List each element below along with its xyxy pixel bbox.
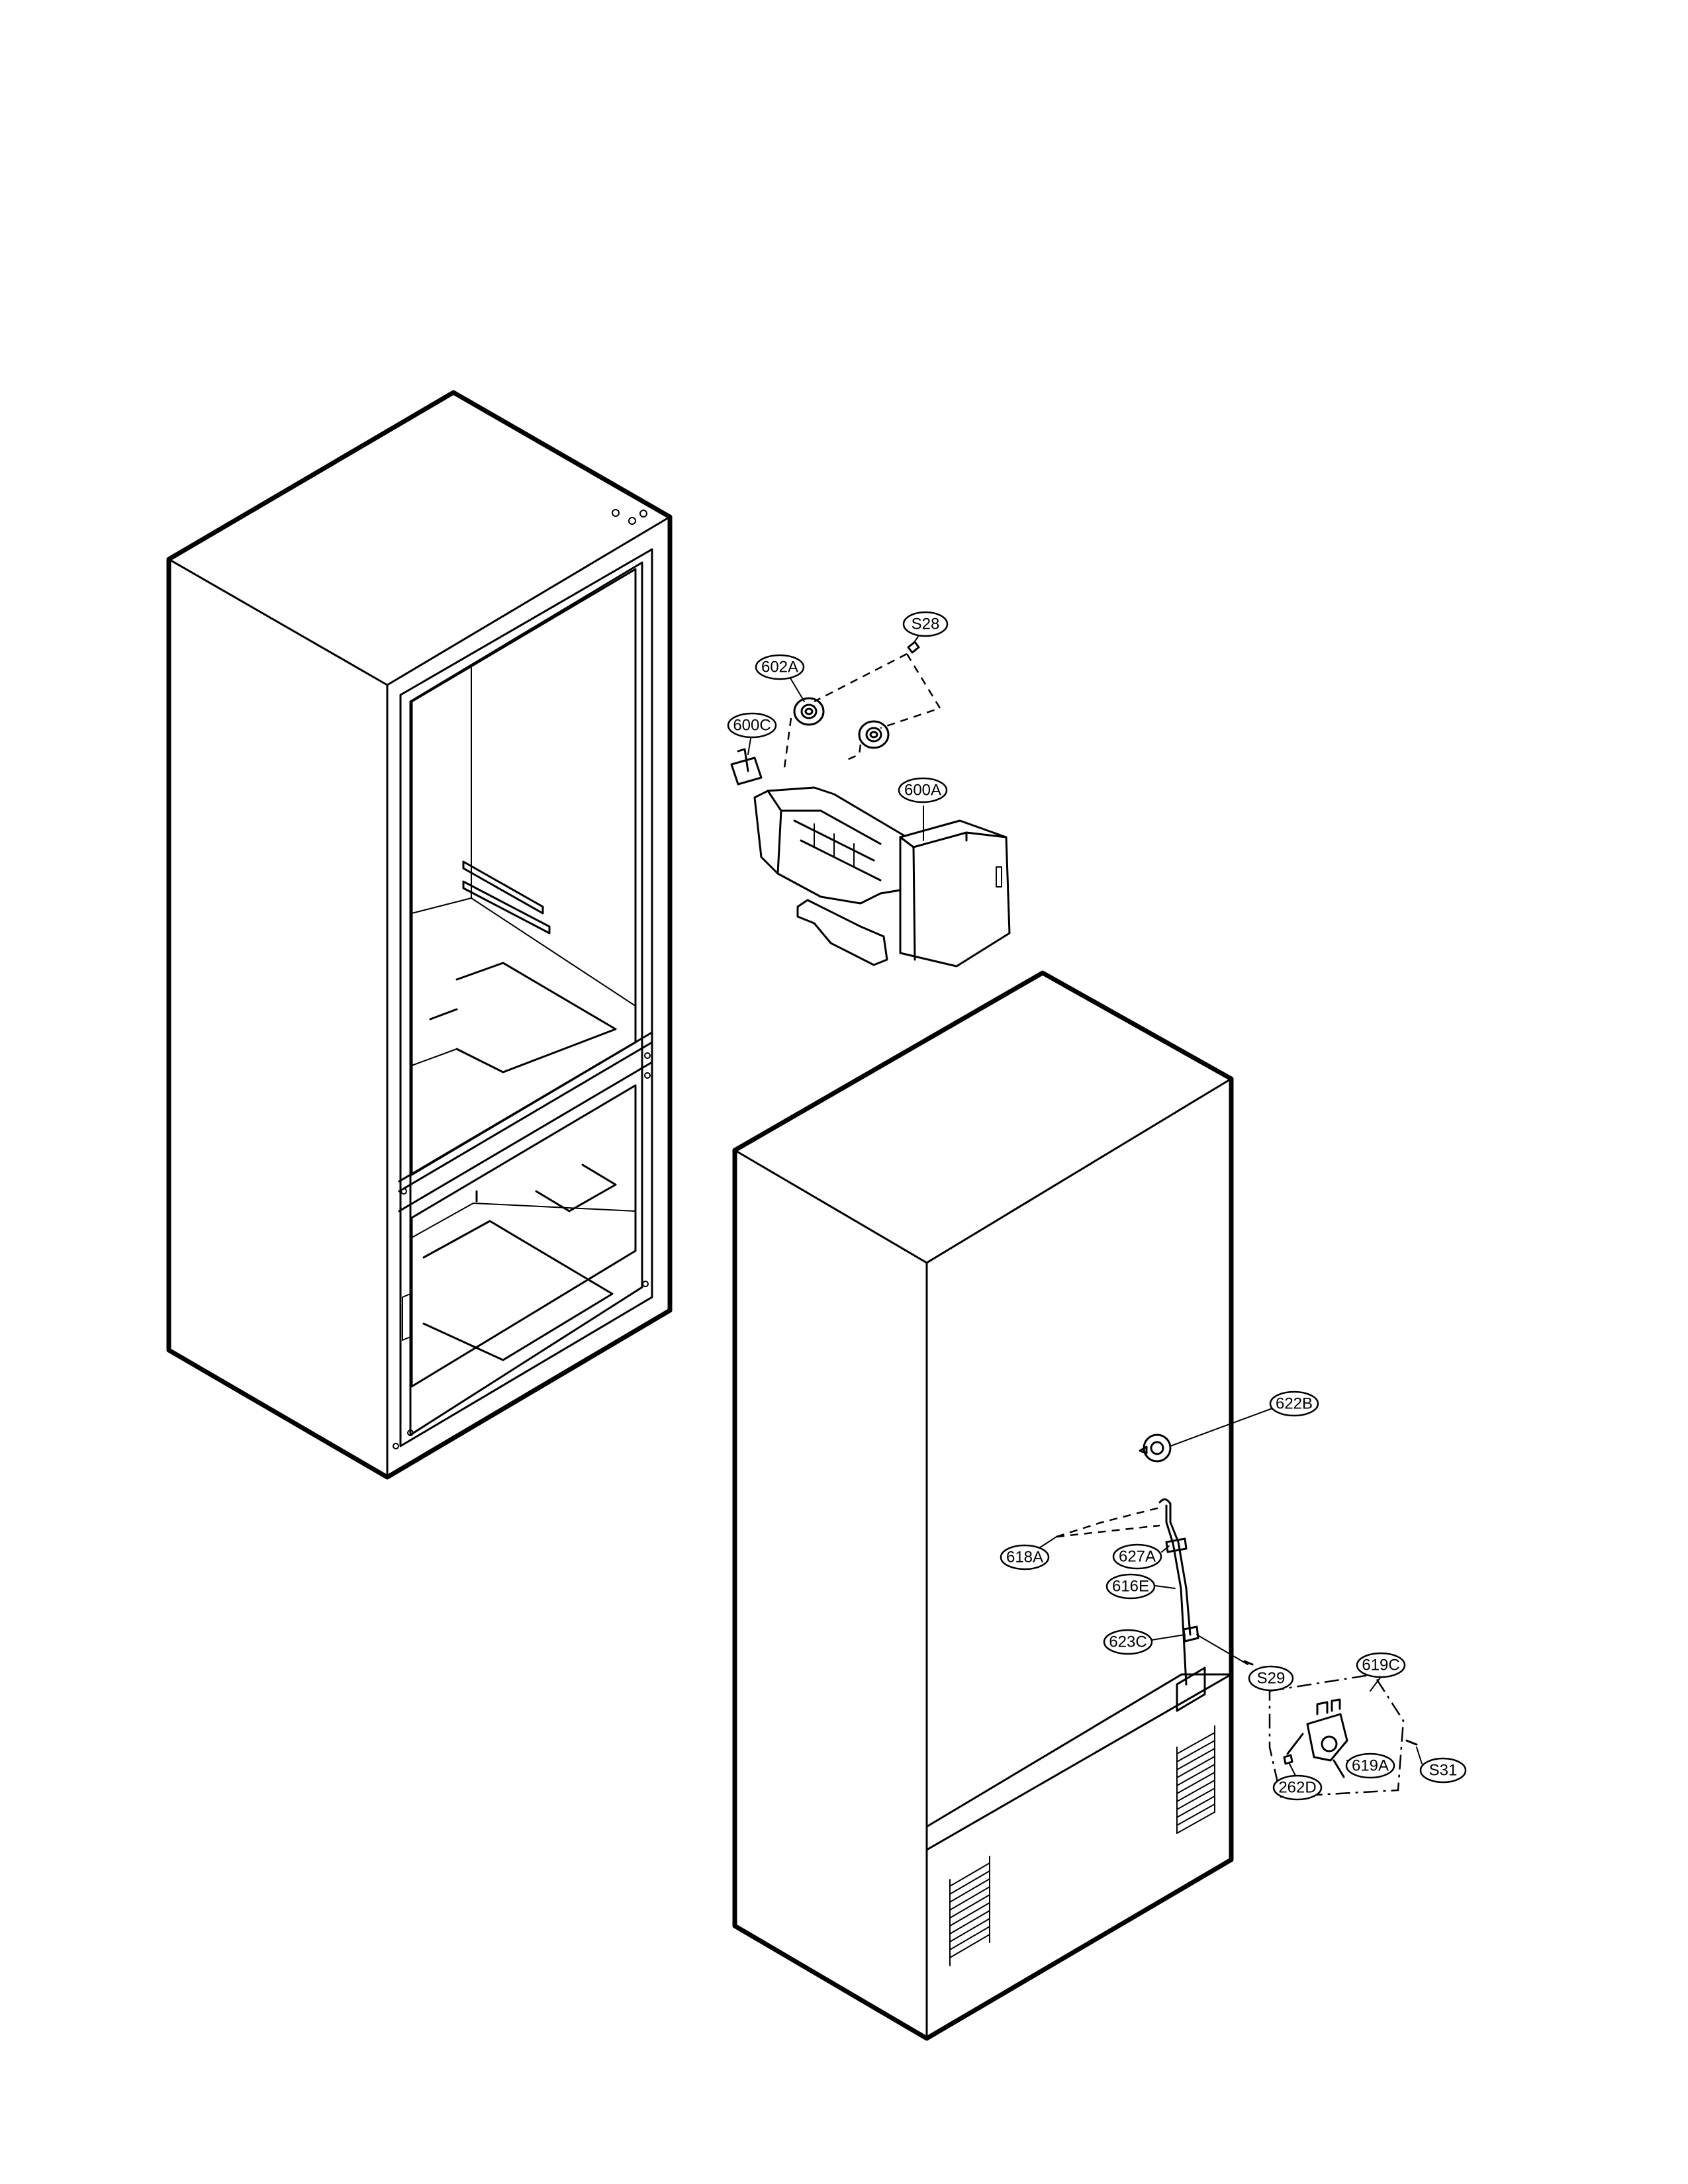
callout-622b-label: 622B [1276, 1395, 1313, 1413]
callout-s31: S31 [1419, 1757, 1467, 1784]
water-valve-assembly [1268, 1673, 1418, 1798]
callout-619a-label: 619A [1352, 1757, 1389, 1775]
icemaker-assembly [730, 641, 1011, 968]
callout-602a-label: 602A [761, 659, 798, 676]
callout-616e: 616E [1105, 1573, 1156, 1600]
callout-618a-label: 618A [1006, 1549, 1043, 1567]
callout-623c-label: 623C [1109, 1633, 1147, 1651]
callout-s29: S29 [1248, 1665, 1294, 1692]
callout-262d-label: 262D [1278, 1779, 1316, 1797]
callout-s29-label: S29 [1257, 1670, 1286, 1688]
callout-s28: S28 [902, 611, 949, 637]
callout-s28-label: S28 [912, 615, 940, 633]
callout-623c: 623C [1103, 1629, 1153, 1655]
cabinet-rear-view [732, 970, 1254, 2041]
callout-627a-label: 627A [1119, 1548, 1156, 1566]
leader-lines [747, 628, 1423, 1778]
cabinet-front-view [166, 390, 673, 1480]
callout-602a: 602A [755, 654, 805, 680]
callout-s31-label: S31 [1429, 1762, 1458, 1780]
side-louvers [949, 1856, 990, 1966]
callout-622b: 622B [1269, 1390, 1319, 1417]
callout-600a-label: 600A [904, 782, 941, 799]
callout-262d: 262D [1272, 1774, 1323, 1801]
callout-616e-label: 616E [1112, 1578, 1149, 1596]
callout-618a: 618A [1000, 1544, 1050, 1570]
callout-600a: 600A [898, 777, 948, 803]
callout-600c-label: 600C [733, 717, 771, 735]
callout-600c: 600C [727, 712, 777, 739]
callout-619a: 619A [1345, 1752, 1395, 1779]
callout-627a: 627A [1112, 1543, 1162, 1570]
callout-619c: 619C [1356, 1652, 1406, 1678]
rear-cover-louvers [1176, 1725, 1215, 1834]
callout-619c-label: 619C [1362, 1657, 1399, 1674]
